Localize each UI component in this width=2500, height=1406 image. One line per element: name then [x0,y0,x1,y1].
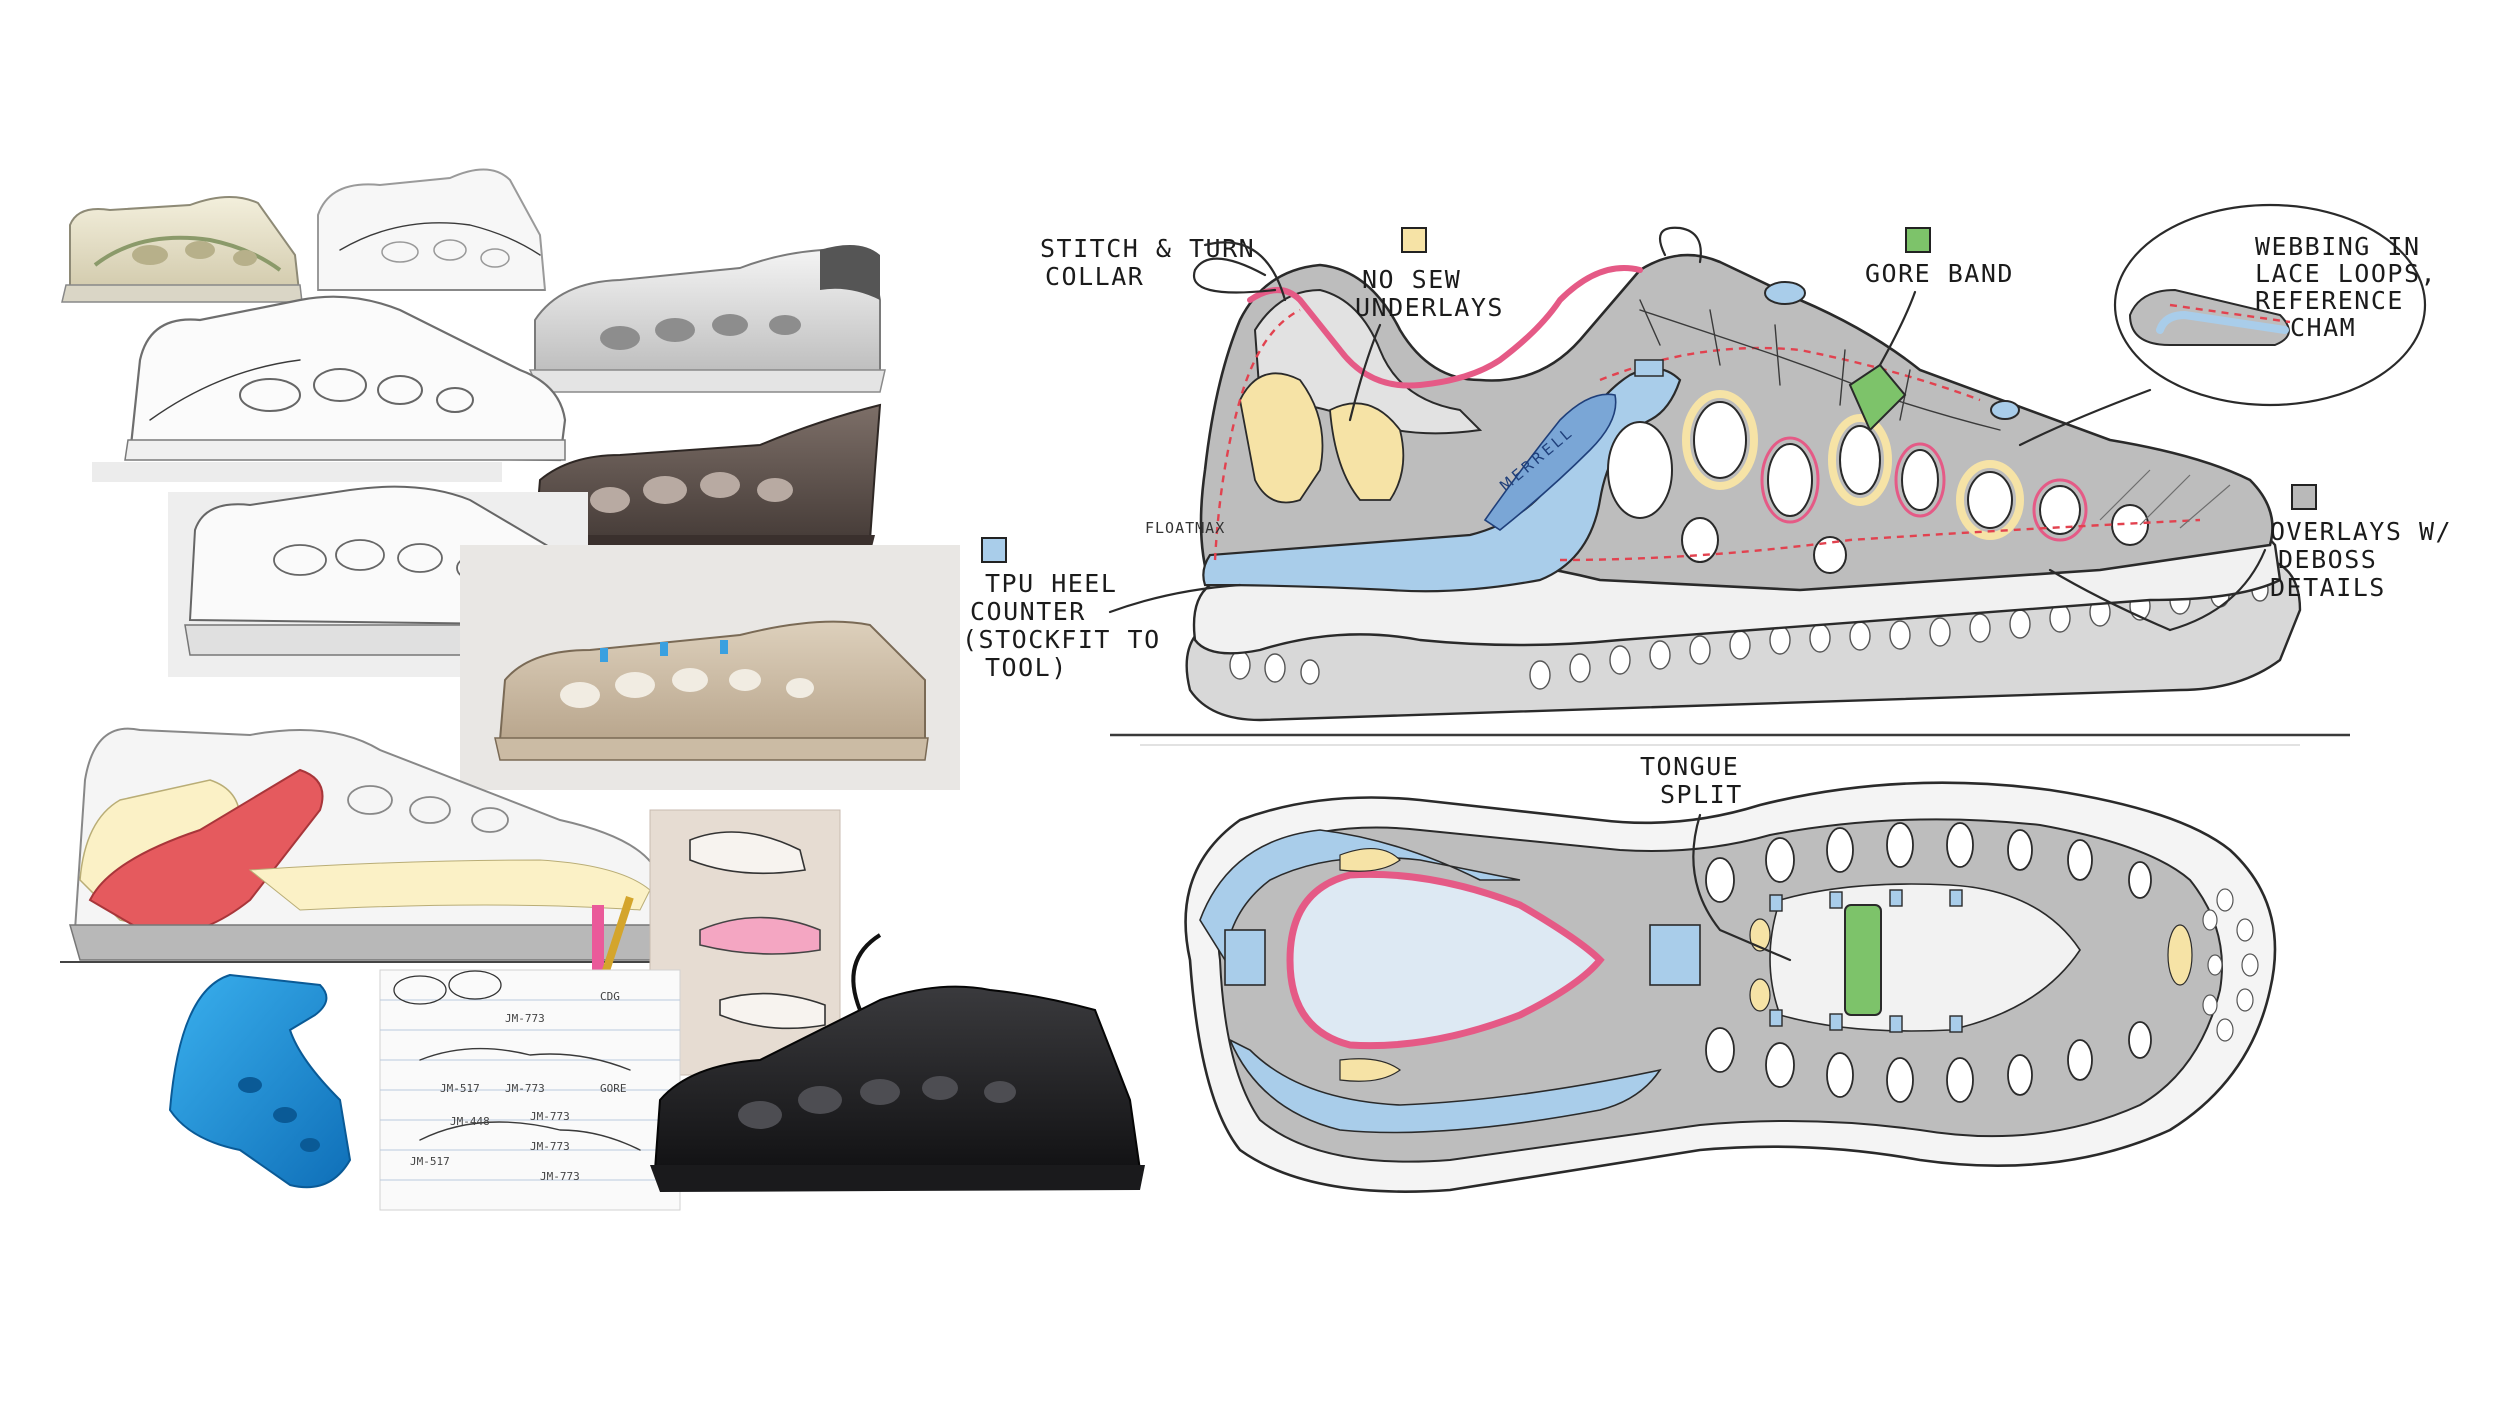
swatch-overlays [2291,484,2317,510]
note-1: JM-773 [505,1012,545,1025]
callout-webbing-2: LACE LOOPS, [2255,259,2437,288]
callout-tpu-heel-1: TPU HEEL [985,569,1117,598]
leader-stitch-collar [1203,241,1287,302]
note-8: JM-773 [530,1140,570,1153]
side-view-sketch: MERRELL [1110,226,2350,746]
tan-shoe-render [460,545,960,790]
cream-shoe-render [61,195,303,303]
note-5: GORE [600,1082,627,1095]
callout-webbing-3: REFERENCE [2255,286,2404,315]
black-shoe-render [650,933,1145,1192]
note-9: JM-448 [450,1115,490,1128]
swatch-no-sew [1401,227,1427,253]
note-2: CDG [600,990,620,1003]
note-4: JM-773 [505,1082,545,1095]
callout-no-sew-2: UNDERLAYS [1355,293,1504,322]
leader-tongue-split [1692,813,1792,962]
leader-gore-band [1878,290,1917,367]
blue-3d-print [168,973,352,1189]
top-view-sketch [1184,781,2277,1193]
callout-webbing-4: CHAM [2290,313,2356,342]
leader-no-sew [1348,323,1382,422]
callouts: STITCH & TURN COLLAR NO SEW UNDERLAYS GO… [962,203,2452,962]
line-sketch-1 [317,168,547,291]
callout-tpu-heel-3: (STOCKFIT TO [962,625,1161,654]
leader-tpu-heel [1108,583,1242,614]
callout-tpu-heel-2: COUNTER [970,597,1086,626]
photo-notebook-sketches [592,809,841,1076]
callout-overlays-1: OVERLAYS W/ [2270,517,2452,546]
webbing-detail-bubble [2113,203,2427,407]
callout-webbing-1: WEBBING IN [2255,232,2421,261]
note-3: JM-517 [440,1082,480,1095]
callout-tongue-split-1: TONGUE [1640,752,1739,781]
callout-overlays-2: DEBOSS [2278,545,2377,574]
callout-floatmax: FLOATMAX [1145,519,1225,537]
note-10: JM-773 [540,1170,580,1183]
leader-overlays-2 [2048,568,2172,632]
swatch-tpu-heel [981,537,1007,563]
note-7: JM-517 [410,1155,450,1168]
sketch-collage: JM-773 CDG JM-517 JM-773 GORE JM-773 JM-… [60,168,1145,1211]
note-6: JM-773 [530,1110,570,1123]
marker-sketch [60,727,662,963]
lined-notebook: JM-773 CDG JM-517 JM-773 GORE JM-773 JM-… [379,969,681,1211]
callout-no-sew-1: NO SEW [1362,265,1461,294]
callout-gore-band: GORE BAND [1865,259,2014,288]
silver-shoe-render [528,245,886,393]
callout-tongue-split-2: SPLIT [1660,780,1743,809]
swatch-gore-band [1905,227,1931,253]
callout-stitch-collar-2: COLLAR [1045,262,1144,291]
leader-overlays-1 [2168,548,2267,632]
callout-overlays-3: DETAILS [2270,573,2386,602]
callout-stitch-collar-1: STITCH & TURN [1040,234,1255,263]
callout-tpu-heel-4: TOOL) [985,653,1068,682]
line-sketch-2 [95,295,567,482]
leader-webbing [2018,388,2152,447]
